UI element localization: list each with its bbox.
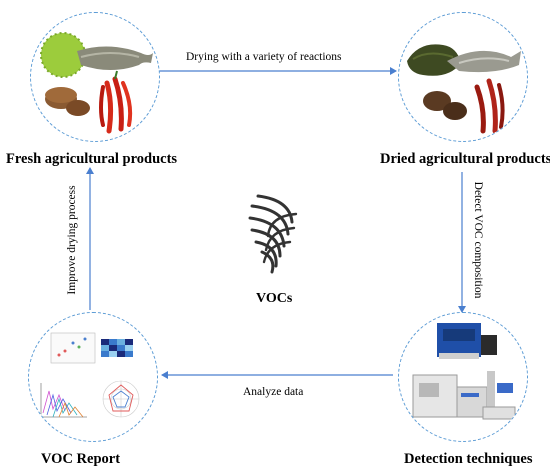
voc-report-title: VOC Report [41, 451, 121, 467]
detection-techniques-circle [398, 312, 528, 442]
edge-label-left: Improve drying process [66, 185, 78, 295]
center-vocs-label: VOCs [256, 291, 293, 306]
detection-techniques-title: Detection techniques [404, 451, 533, 467]
voc-report-image [40, 332, 140, 418]
3d-spectra-icon [40, 383, 87, 418]
edge-label-right: Detect VOC composition [472, 181, 484, 299]
blue-analyzer-box-icon [437, 323, 497, 359]
dried-products-image [407, 44, 521, 134]
edge-label-bottom: Analyze data [243, 386, 304, 398]
fresh-products-circle [30, 12, 160, 142]
dried-products-title: Dried agricultural products [380, 151, 550, 167]
dried-products-circle [398, 12, 528, 142]
autosampler-icon [482, 371, 516, 420]
edge-label-top: Drying with a variety of reactions [186, 51, 342, 63]
detection-techniques-image [412, 323, 516, 420]
fresh-products-image [40, 32, 153, 134]
radar-chart-icon [102, 380, 140, 418]
gc-ms-instrument-icon [412, 374, 488, 418]
fresh-products-title: Fresh agricultural products [6, 151, 178, 167]
heatmap-icon [101, 339, 133, 357]
voc-report-circle [28, 312, 158, 442]
scatter-plot-icon [50, 332, 96, 364]
